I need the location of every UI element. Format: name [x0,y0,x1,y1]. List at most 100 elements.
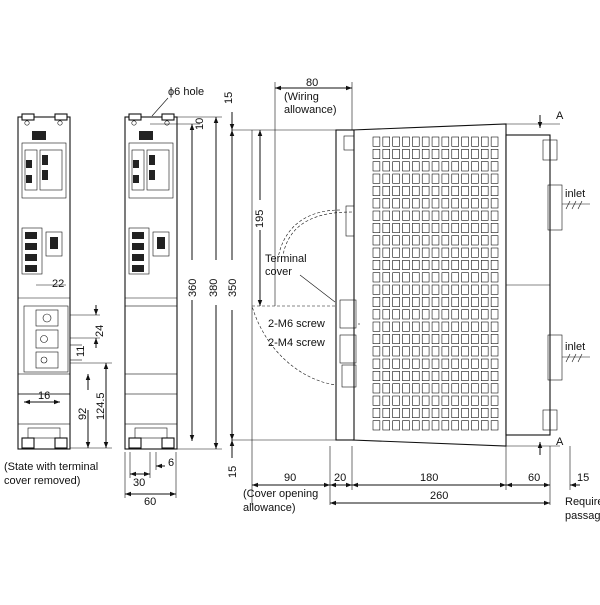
side-view-dimensions: 80 (Wiring allowance) 15 350 195 15 Term… [223,77,600,522]
fin-cell [421,284,430,295]
fin-cell [372,272,381,283]
fin-cell [412,420,420,431]
fin-cell [392,186,400,196]
fin-cell [421,149,430,159]
fin-cell [431,309,440,320]
fin-cell [481,186,489,196]
fin-cell [382,272,390,283]
fin-cell [441,161,450,172]
fin-cell [402,358,410,369]
fin-cell [372,395,381,406]
fin-cell [481,198,489,209]
fin-cell [421,198,430,209]
fin-cell [481,383,489,394]
fin-cell [382,284,390,295]
fin-cell [441,210,450,221]
fin-cell [490,395,499,406]
fin-cell [412,346,420,357]
fin-cell [421,186,430,196]
fin-cell [412,161,420,172]
fin-cell [392,284,400,295]
dim-11: 11 [75,346,87,357]
fin-cell [421,321,430,332]
fin-cell [382,235,390,246]
required-passage-line2: passag [565,510,600,522]
fin-cell [392,358,400,369]
fin-cell [451,334,459,344]
fin-cell [382,198,390,209]
fin-cell [490,358,499,369]
fin-cell [412,149,420,159]
fin-cell [461,247,469,258]
fin-cell [412,173,420,184]
fin-cell [412,309,420,320]
cover-opening-line2: allowance) [243,502,296,514]
fin-cell [372,223,381,233]
fin-cell [382,247,390,258]
fin-cell [461,395,469,406]
fin-cell [451,161,459,172]
fin-cell [451,223,459,233]
fin-cell [431,408,440,418]
fin-cell [471,210,479,221]
fin-cell [402,371,410,381]
fin-cell [421,395,430,406]
fin-cell [481,358,489,369]
fin-cell [402,198,410,209]
fin-cell [372,260,381,270]
fin-cell [382,210,390,221]
fin-cell [441,408,450,418]
fin-cell [490,346,499,357]
fin-cell [412,235,420,246]
fin-cell [451,420,459,431]
fin-cell [382,149,390,159]
fin-cell [461,371,469,381]
fin-cell [402,395,410,406]
fin-cell [412,284,420,295]
fin-cell [421,358,430,369]
fin-cell [382,395,390,406]
dim-10: 10 [194,118,206,130]
fin-cell [471,161,479,172]
fin-cell [431,297,440,307]
fin-cell [441,173,450,184]
dim-124-5: 124.5 [95,392,107,420]
fin-cell [490,235,499,246]
fin-cell [412,383,420,394]
fin-cell [431,272,440,283]
fin-cell [421,420,430,431]
dim-180: 180 [420,472,438,484]
fin-cell [461,408,469,418]
left-unit-dimensions: 22 24 11 16 124.5 92 (State with termina… [4,278,112,487]
fin-cell [392,235,400,246]
fin-cell [421,272,430,283]
fin-cell [461,383,469,394]
fin-cell [451,247,459,258]
fin-cell [441,198,450,209]
section-a-top: A [556,110,564,122]
fin-cell [490,408,499,418]
fin-cell [481,161,489,172]
terminal-cover-line1: Terminal [265,253,307,265]
fin-cell [392,309,400,320]
fin-cell [490,420,499,431]
dim-60-left: 60 [144,496,156,508]
fin-cell [412,334,420,344]
fin-cell [461,198,469,209]
fin-cell [481,247,489,258]
fin-cell [461,186,469,196]
fin-cell [431,420,440,431]
fin-cell [441,383,450,394]
fin-cell [412,223,420,233]
dim-80: 80 [306,77,318,89]
fin-cell [382,321,390,332]
fin-cell [372,136,381,147]
fin-cell [382,309,390,320]
fin-cell [451,408,459,418]
fin-cell [402,284,410,295]
fin-cell [481,149,489,159]
screw-m4-label: 2-M4 screw [268,337,325,349]
fin-cell [441,186,450,196]
fin-cell [441,297,450,307]
inlet-top: inlet [565,188,585,200]
